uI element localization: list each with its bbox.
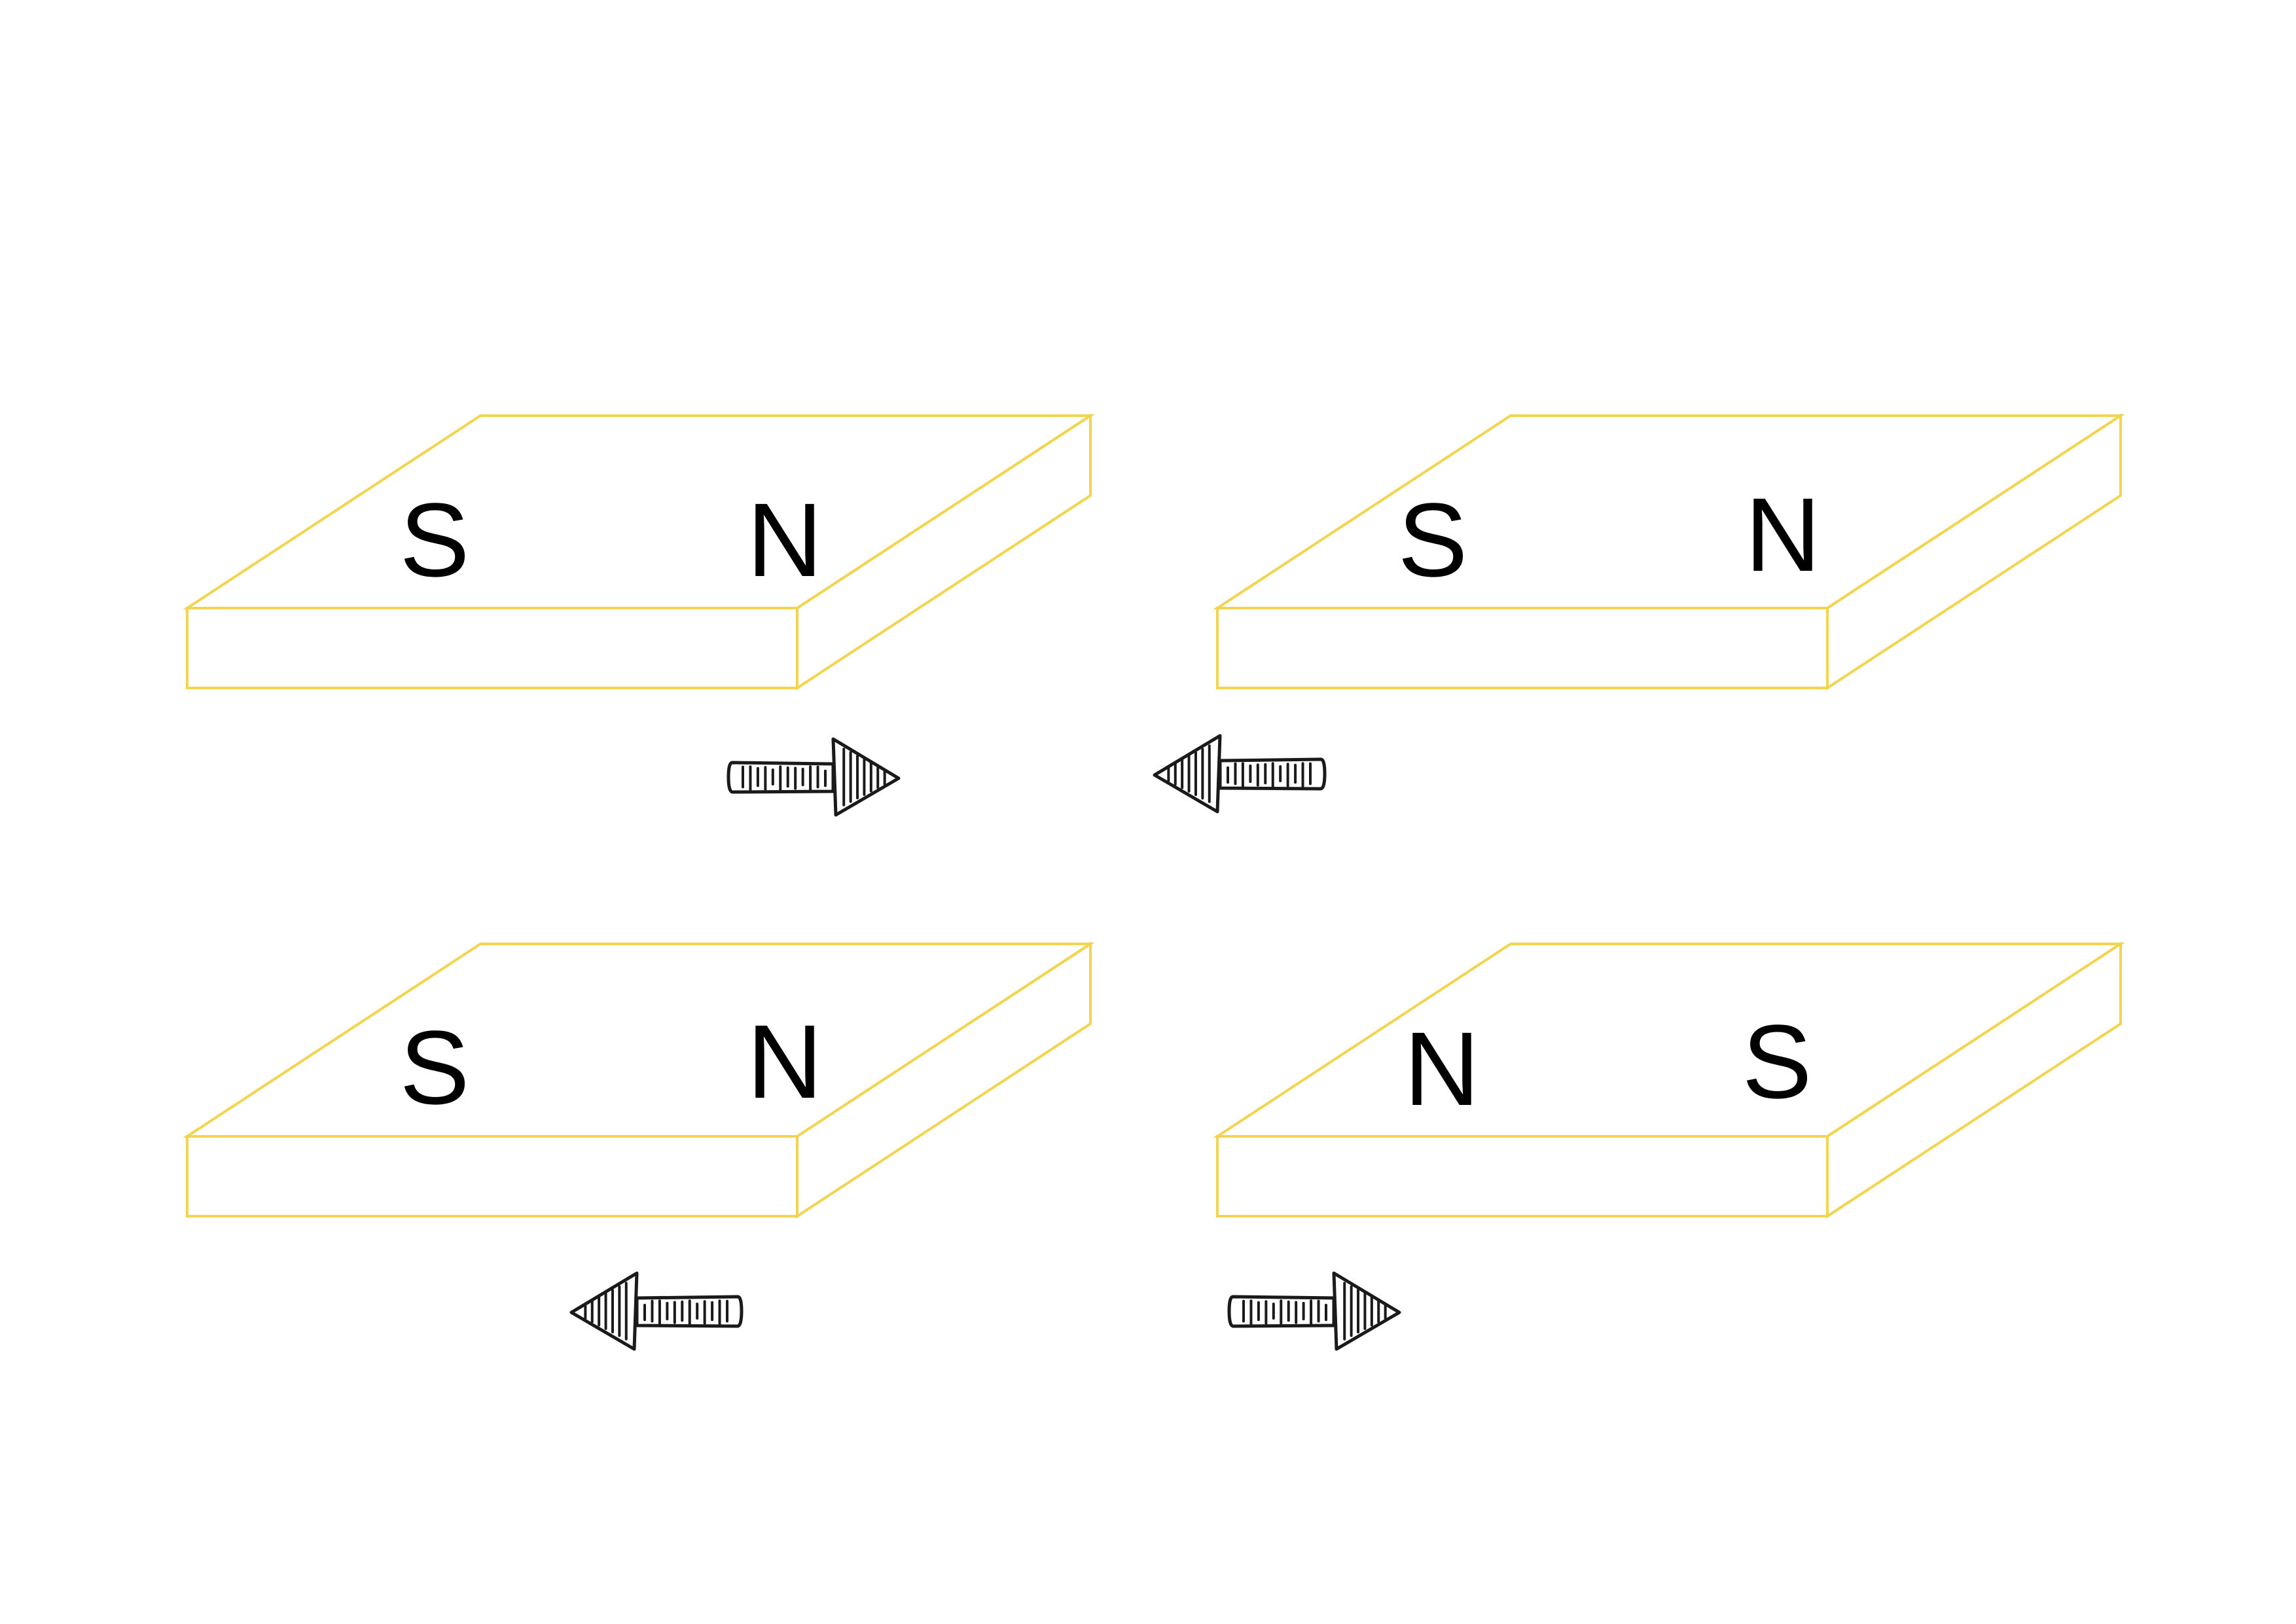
magnet-3: S N [183,941,1095,1219]
magnet-1-front-face [186,607,798,689]
magnet-4-front-face [1216,1135,1829,1218]
magnet-2-side-face [1826,413,2122,691]
magnet-4-left-pole: N [1404,1010,1480,1127]
magnet-1-left-pole: S [400,481,470,598]
magnet-3-front-face [186,1135,798,1218]
magnet-4: N S [1213,941,2125,1219]
arrow-hatching [1242,1282,1387,1341]
magnet-3-side-face [796,941,1092,1219]
magnet-3-right-pole: N [747,1003,823,1120]
magnet-1: S N [183,413,1095,691]
magnet-2: S N [1213,413,2125,691]
magnet-2-front-face [1216,607,1829,689]
magnet-1-side-face [796,413,1092,691]
magnet-2-left-pole: S [1398,481,1468,598]
arrow-hatching [584,1282,728,1341]
arrow-1 [726,737,901,817]
magnet-1-right-pole: N [747,481,823,598]
arrow-hatching [742,748,886,806]
magnet-3-left-pole: S [400,1009,470,1126]
arrow-4 [1227,1271,1401,1351]
arrow-hatching [1167,744,1312,803]
magnet-4-right-pole: S [1742,1003,1812,1120]
arrow-3 [569,1271,744,1351]
arrow-2 [1153,734,1327,814]
magnet-2-right-pole: N [1745,476,1821,593]
magnet-4-side-face [1826,941,2122,1219]
